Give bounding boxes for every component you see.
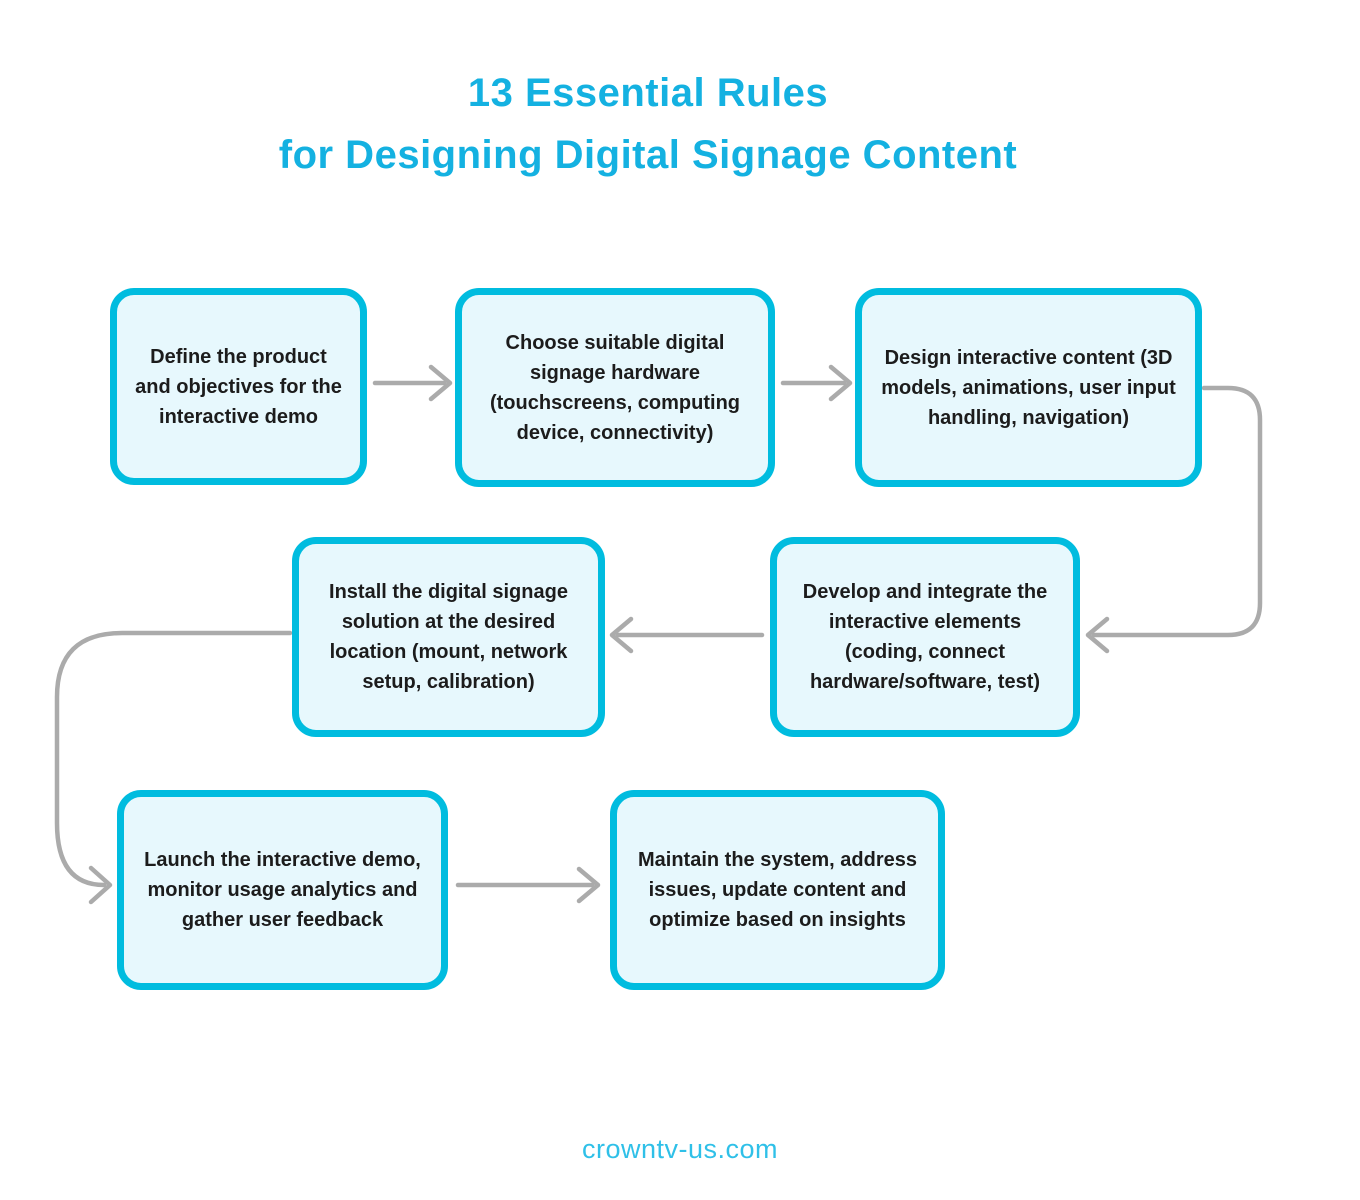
step-label-7: Maintain the system, address issues, upd… xyxy=(638,849,917,931)
step-label-1: Define the product and objectives for th… xyxy=(135,345,342,428)
step-box-1-define-product: Define the product and objectives for th… xyxy=(110,288,367,485)
step-box-2-choose-hardware: Choose suitable digital signage hardware… xyxy=(455,288,775,487)
step-label-4: Develop and integrate the interactive el… xyxy=(802,581,1048,693)
title-line-1: 13 Essential Rules xyxy=(467,71,829,115)
title-line-2: for Designing Digital Signage Content xyxy=(278,133,1018,177)
step-box-7-maintain-system: Maintain the system, address issues, upd… xyxy=(610,790,945,990)
page-title: 13 Essential Rules for Designing Digital… xyxy=(0,62,1296,186)
step-box-6-launch-demo: Launch the interactive demo, monitor usa… xyxy=(117,790,448,990)
arrow-step4-to-step5 xyxy=(609,616,765,654)
step-label-2: Choose suitable digital signage hardware… xyxy=(489,331,741,444)
arrow-step5-to-step6 xyxy=(54,630,293,905)
footer-website: crowntv-us.com xyxy=(581,1134,779,1164)
arrow-step3-to-step4 xyxy=(1085,385,1263,654)
step-label-3: Design interactive content (3D models, a… xyxy=(881,346,1176,429)
arrow-step6-to-step7 xyxy=(455,866,601,904)
step-box-3-design-content: Design interactive content (3D models, a… xyxy=(855,288,1202,487)
step-box-5-install-solution: Install the digital signage solution at … xyxy=(292,537,605,737)
step-box-4-develop-integrate: Develop and integrate the interactive el… xyxy=(770,537,1080,737)
arrow-step1-to-step2 xyxy=(372,364,453,402)
arrow-step2-to-step3 xyxy=(780,364,853,402)
step-label-6: Launch the interactive demo, monitor usa… xyxy=(144,849,421,931)
step-label-5: Install the digital signage solution at … xyxy=(329,581,568,693)
